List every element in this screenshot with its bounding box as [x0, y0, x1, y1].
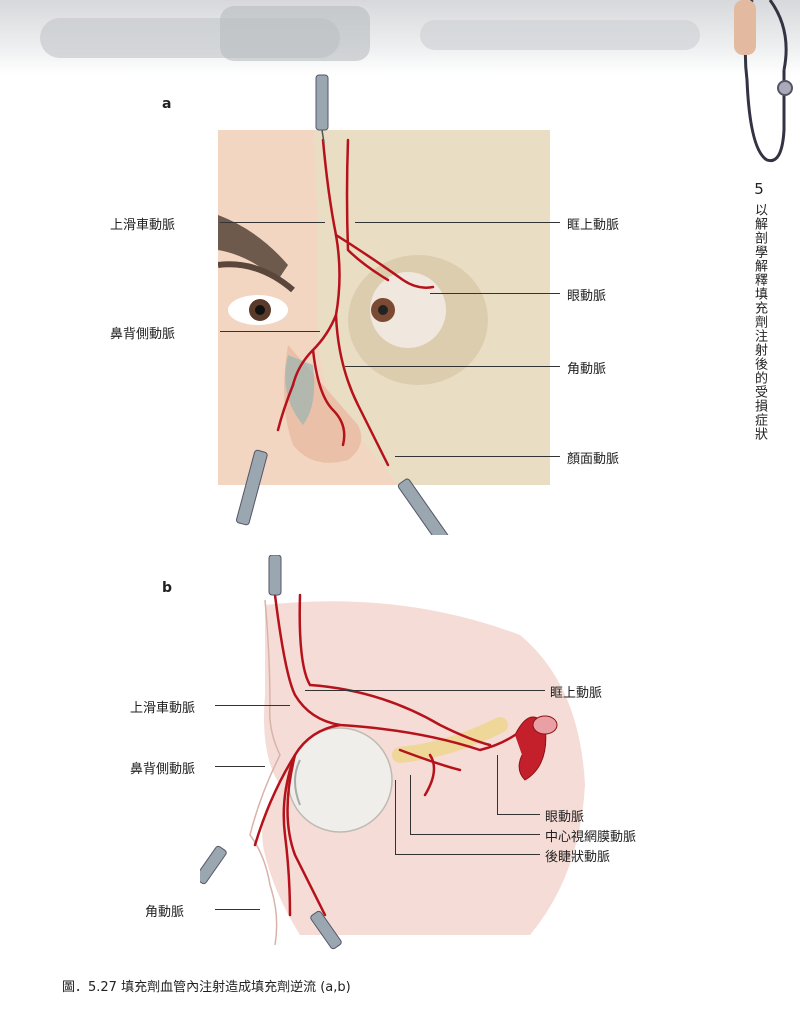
leader-b-posterior-ciliary-h	[395, 854, 540, 855]
label-a-ophthalmic: 眼動脈	[567, 289, 607, 304]
leader-a-supraorbital	[355, 222, 560, 223]
panel-b-illustration	[200, 555, 585, 950]
leader-a-dorsal-nasal	[220, 331, 320, 332]
leader-b-dorsal-nasal	[215, 766, 265, 767]
stethoscope-icon	[734, 0, 793, 163]
label-a-facial: 顏面動脈	[567, 452, 620, 467]
label-b-supraorbital: 眶上動脈	[550, 686, 603, 701]
label-a-supratrochlear: 上滑車動脈	[110, 218, 176, 233]
leader-a-ophthalmic	[430, 293, 560, 294]
leader-a-facial	[395, 456, 560, 457]
leader-b-angular	[215, 909, 260, 910]
leader-b-supraorbital	[305, 690, 545, 691]
leader-b-ophthalmic-h	[497, 814, 540, 815]
label-a-angular: 角動脈	[567, 362, 607, 377]
leader-b-central-retinal-v	[410, 775, 411, 834]
label-b-posterior-ciliary: 後睫狀動脈	[545, 850, 611, 865]
panel-a-letter: a	[162, 96, 172, 112]
label-b-ophthalmic: 眼動脈	[545, 810, 585, 825]
leader-b-central-retinal-h	[410, 834, 540, 835]
panel-a-illustration	[218, 74, 550, 535]
label-b-dorsal-nasal: 鼻背側動脈	[130, 762, 196, 777]
label-b-supratrochlear: 上滑車動脈	[130, 701, 196, 716]
label-a-dorsal-nasal: 鼻背側動脈	[110, 327, 176, 342]
figure-caption: 圖．5.27 填充劑血管內注射造成填充劑逆流 (a,b)	[62, 980, 351, 995]
leader-a-angular	[345, 366, 560, 367]
label-a-supraorbital: 眶上動脈	[567, 218, 620, 233]
leader-b-supratrochlear	[215, 705, 290, 706]
panel-b-letter: b	[162, 580, 173, 596]
chapter-number: 5	[754, 180, 764, 198]
leader-b-posterior-ciliary-v	[395, 780, 396, 854]
leader-b-ophthalmic-v	[497, 755, 498, 814]
label-b-central-retinal: 中心視網膜動脈	[545, 830, 637, 845]
leader-a-supratrochlear	[220, 222, 325, 223]
header-photo-band	[0, 0, 800, 75]
label-b-angular: 角動脈	[145, 905, 185, 920]
chapter-title: 以解剖學解釋填充劑注射後的受損症狀	[752, 203, 767, 441]
